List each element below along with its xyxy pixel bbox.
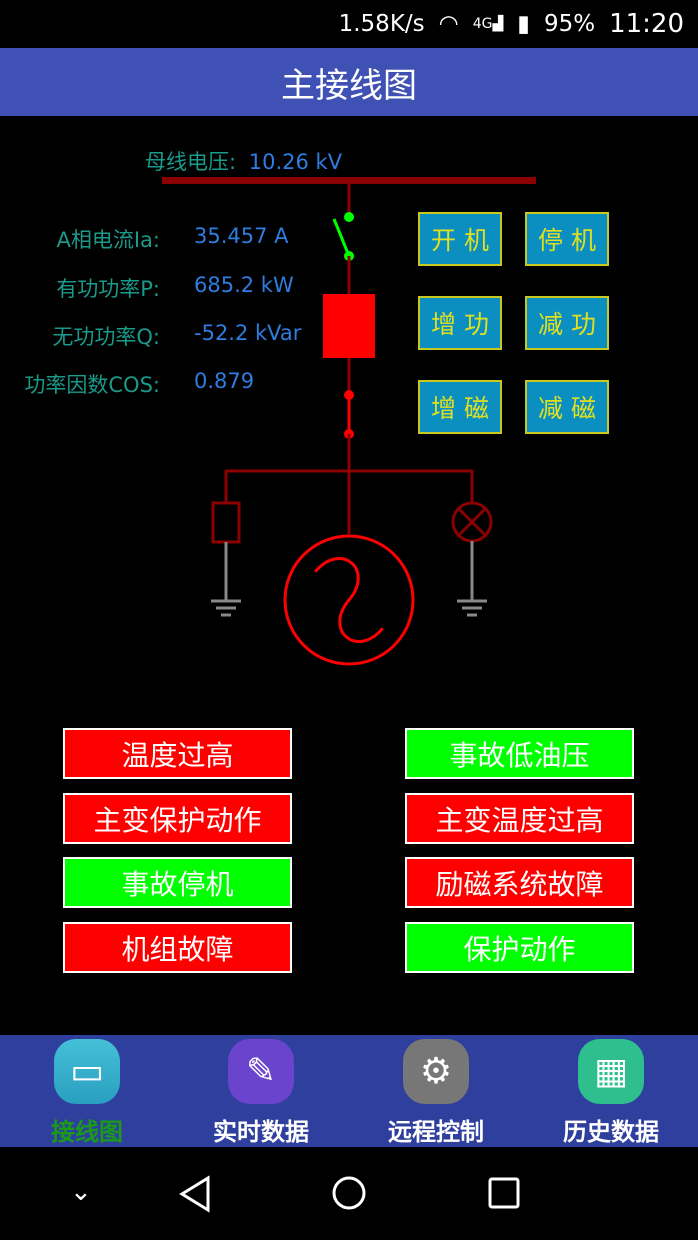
- alarm-transformer-protection: 主变保护动作: [63, 793, 292, 844]
- bus-voltage-value: 10.26 kV: [248, 150, 343, 174]
- clock: 11:20: [609, 9, 684, 39]
- chevron-down-icon[interactable]: ⌄: [70, 1177, 92, 1207]
- recents-icon[interactable]: [488, 1177, 520, 1209]
- bottom-nav: ▭ 接线图 ✎ 实时数据 ⚙ 远程控制 ▦ 历史数据: [0, 1035, 698, 1147]
- nav-history-data[interactable]: ▦ 历史数据: [524, 1035, 698, 1147]
- bus-voltage-label: 母线电压:: [145, 150, 237, 174]
- nav-wiring-diagram[interactable]: ▭ 接线图: [0, 1035, 174, 1147]
- home-icon[interactable]: [331, 1175, 367, 1211]
- alarm-transformer-over-temperature: 主变温度过高: [405, 793, 634, 844]
- gear-icon: ⚙: [403, 1039, 469, 1104]
- alarm-low-oil-pressure: 事故低油压: [405, 728, 634, 779]
- resistor: [211, 501, 241, 544]
- transformer: [323, 294, 375, 358]
- bus-voltage: 母线电压: 10.26 kV: [145, 146, 342, 176]
- battery-level: 95%: [543, 11, 596, 37]
- battery-icon: ▮: [517, 11, 530, 37]
- alarm-excitation-fault: 励磁系统故障: [405, 857, 634, 908]
- single-line-diagram: [162, 177, 536, 666]
- decrease-excitation-button[interactable]: 减磁: [525, 380, 609, 434]
- power-factor-value: 0.879: [194, 369, 255, 393]
- breaker-switch: [332, 218, 351, 257]
- signal-icon: 4G▟: [472, 16, 504, 32]
- nav-label: 实时数据: [213, 1118, 309, 1146]
- status-bar: 1.58K/s ◠ 4G▟ ▮ 95% 11:20: [0, 0, 698, 48]
- nav-label: 远程控制: [388, 1118, 484, 1146]
- wifi-icon: ◠: [438, 11, 459, 37]
- start-button[interactable]: 开机: [418, 212, 502, 266]
- network-speed: 1.58K/s: [338, 11, 425, 37]
- alarm-emergency-stop: 事故停机: [63, 857, 292, 908]
- alarm-unit-fault: 机组故障: [63, 922, 292, 973]
- edit-icon: ✎: [228, 1039, 294, 1104]
- system-nav-bar: ⌄: [0, 1147, 698, 1240]
- alarm-protection-action: 保护动作: [405, 922, 634, 973]
- active-power-value: 685.2 kW: [194, 273, 294, 297]
- nav-remote-control[interactable]: ⚙ 远程控制: [349, 1035, 523, 1147]
- power-factor-label: 功率因数COS:: [24, 373, 160, 397]
- alarm-over-temperature: 温度过高: [63, 728, 292, 779]
- increase-power-button[interactable]: 增功: [418, 296, 502, 350]
- current-label: A相电流Ia:: [56, 228, 160, 252]
- current-value: 35.457 A: [194, 224, 289, 248]
- reactive-power-label: 无功功率Q:: [52, 325, 160, 349]
- generator: [283, 534, 415, 666]
- reactive-power-value: -52.2 kVar: [194, 321, 302, 345]
- stop-button[interactable]: 停机: [525, 212, 609, 266]
- monitor-chart-icon: ▭: [54, 1039, 120, 1104]
- back-icon[interactable]: [178, 1175, 212, 1213]
- increase-excitation-button[interactable]: 增磁: [418, 380, 502, 434]
- page-title: 主接线图: [0, 48, 698, 116]
- grid-icon: ▦: [578, 1039, 644, 1104]
- active-power-label: 有功功率P:: [56, 277, 160, 301]
- nav-label: 历史数据: [563, 1118, 659, 1146]
- nav-realtime-data[interactable]: ✎ 实时数据: [174, 1035, 348, 1147]
- nav-label: 接线图: [51, 1118, 123, 1146]
- decrease-power-button[interactable]: 减功: [525, 296, 609, 350]
